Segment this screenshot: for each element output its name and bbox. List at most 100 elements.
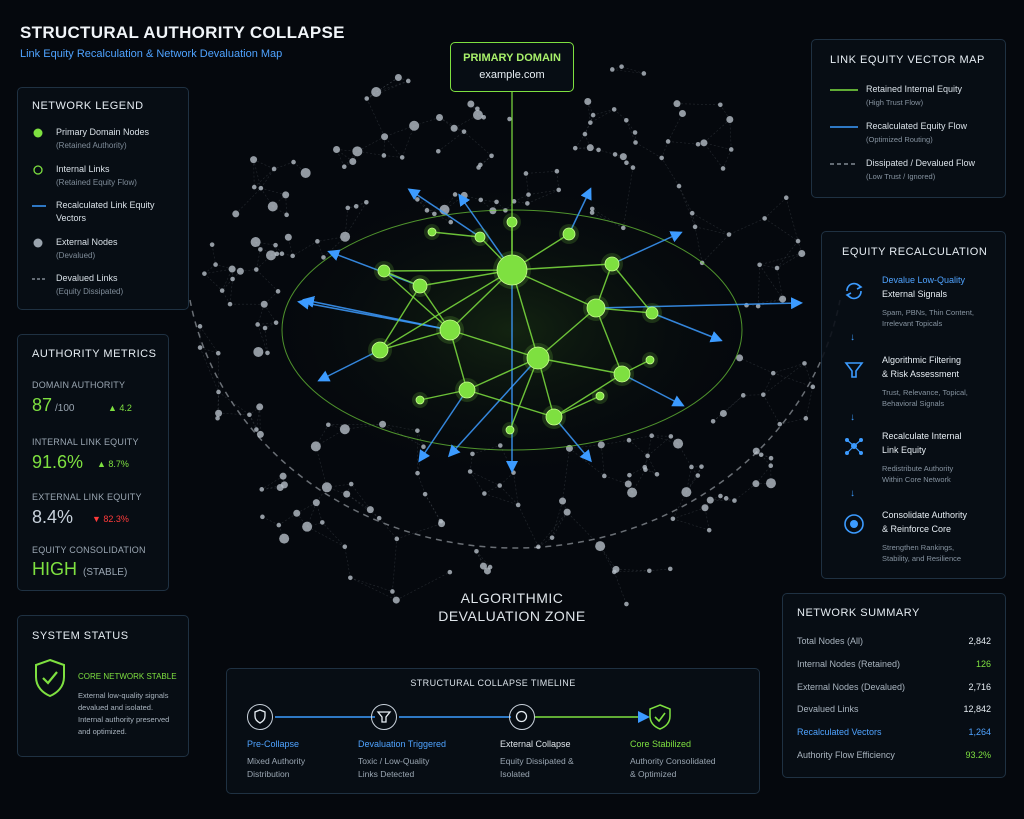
external-node	[219, 288, 225, 293]
devalued-link	[392, 538, 398, 592]
devalued-link	[676, 103, 721, 106]
external-node	[489, 153, 494, 159]
devalued-link	[805, 386, 814, 419]
primary-domain-node[interactable]	[474, 231, 486, 243]
external-node	[321, 482, 332, 493]
external-node	[611, 569, 617, 575]
primary-domain-node[interactable]	[505, 425, 515, 435]
devalued-link	[199, 347, 219, 393]
external-collapse-icon[interactable]	[509, 704, 535, 730]
external-node	[265, 350, 270, 356]
da-number: 87	[32, 395, 53, 415]
devalued-link	[438, 131, 465, 152]
primary-domain-node[interactable]	[439, 319, 461, 341]
devaluation-icon[interactable]	[371, 704, 397, 730]
external-node	[645, 453, 650, 459]
primary-domain-node[interactable]	[604, 256, 620, 272]
internal-link	[611, 263, 653, 314]
legend-item-primary-nodes: Primary Domain Nodes(Retained Authority)	[32, 126, 149, 152]
devalued-link	[601, 439, 630, 446]
devalued-link	[612, 69, 644, 74]
devalued-link	[472, 445, 501, 455]
external-node	[770, 370, 776, 376]
summary-row-external-nodes: External Nodes (Devalued)2,716	[797, 682, 991, 692]
external-node	[258, 247, 263, 252]
external-node	[706, 496, 714, 504]
external-node	[394, 536, 400, 542]
primary-domain-node[interactable]	[595, 391, 605, 401]
primary-domain-node[interactable]	[645, 355, 655, 365]
devalued-link	[261, 487, 281, 490]
external-node	[779, 295, 787, 303]
external-node	[345, 205, 351, 211]
network-summary-panel: NETWORK SUMMARY Total Nodes (All)2,842 I…	[782, 593, 1006, 778]
devalued-link	[720, 104, 731, 120]
primary-domain-node[interactable]	[458, 381, 476, 399]
external-node	[588, 120, 593, 125]
external-node	[620, 225, 626, 231]
devalued-link	[604, 475, 629, 485]
external-node	[342, 544, 348, 550]
core-stabilized-icon[interactable]	[647, 703, 673, 736]
primary-domain-node[interactable]	[562, 227, 576, 241]
external-node	[624, 480, 632, 488]
external-node	[394, 74, 402, 82]
primary-domain-box[interactable]: PRIMARY DOMAIN example.com	[450, 42, 574, 92]
external-node	[438, 518, 444, 524]
external-node	[215, 415, 220, 421]
external-node	[197, 324, 203, 329]
recalc-step-1-desc: Spam, PBNs, Thin Content,Irrelevant Topi…	[882, 307, 974, 329]
primary-domain-node[interactable]	[415, 395, 425, 405]
external-node	[279, 533, 290, 544]
primary-domain-node[interactable]	[371, 341, 389, 359]
external-node	[279, 472, 287, 480]
primary-domain-node[interactable]	[526, 346, 550, 370]
external-node	[595, 541, 606, 552]
recalc-step-2-desc: Trust, Relevance, Topical,Behavioral Sig…	[882, 387, 968, 409]
primary-domain-node[interactable]	[545, 408, 563, 426]
pre-collapse-icon[interactable]	[247, 704, 273, 730]
stage-desc-line: & Optimized	[630, 769, 677, 779]
devalued-link	[253, 159, 262, 189]
devalued-link	[366, 98, 385, 137]
primary-domain-node[interactable]	[412, 278, 428, 294]
external-node	[302, 521, 313, 532]
legend-sub: (Retained Equity Flow)	[56, 178, 137, 187]
external-node	[364, 199, 369, 205]
external-node	[482, 491, 487, 496]
primary-domain-node[interactable]	[613, 365, 631, 383]
primary-domain-node[interactable]	[377, 264, 391, 278]
step-title-line: Consolidate Authority	[882, 510, 968, 520]
external-node	[215, 409, 223, 417]
summary-value: 1,264	[968, 727, 991, 737]
external-node	[768, 455, 774, 461]
devalued-link	[574, 133, 586, 149]
primary-domain-node[interactable]	[427, 227, 437, 237]
external-node	[435, 148, 441, 154]
devalued-link	[292, 241, 318, 257]
devalued-link	[720, 495, 735, 501]
external-node	[718, 102, 723, 108]
devalued-link	[384, 125, 415, 137]
external-node	[333, 145, 341, 153]
recalc-step-4-title: Consolidate Authority& Reinforce Core	[882, 508, 967, 536]
devalued-link	[613, 571, 627, 605]
external-node	[475, 106, 480, 112]
devalued-link	[626, 120, 636, 133]
devalued-link	[779, 418, 806, 425]
devalued-link	[257, 324, 268, 354]
timeline-stage-1-label: Pre-Collapse	[247, 739, 300, 749]
target-icon	[844, 514, 864, 534]
devalued-link	[221, 290, 231, 305]
external-node	[392, 596, 400, 604]
devalued-link	[649, 568, 671, 572]
external-node	[649, 433, 654, 439]
devalued-link	[376, 80, 409, 93]
external-node	[659, 155, 664, 161]
primary-domain-node[interactable]	[645, 306, 659, 320]
primary-domain-node[interactable]	[586, 298, 606, 318]
legend-label: Internal Links	[56, 164, 110, 174]
